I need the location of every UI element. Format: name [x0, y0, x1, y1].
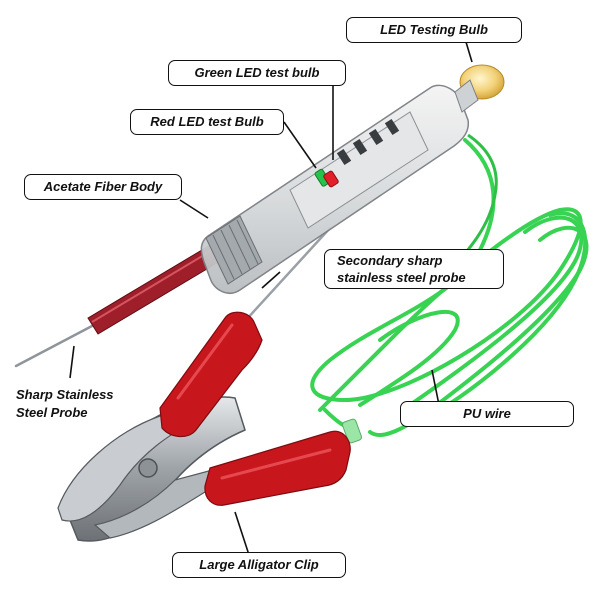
red-led [323, 170, 339, 188]
label-large-alligator-clip: Large Alligator Clip [172, 552, 346, 578]
label-red-led-test-bulb: Red LED test Bulb [130, 109, 284, 135]
callout-lines [69, 41, 473, 559]
pu-wire-coil [310, 138, 589, 437]
tester-pen [14, 64, 505, 368]
label-sharp-line-2: Steel Probe [16, 405, 88, 420]
label-sharp-line-1: Sharp Stainless [16, 387, 114, 402]
label-secondary-line-2: stainless steel probe [337, 270, 466, 285]
secondary-probe-needle [233, 226, 332, 334]
label-pu-wire: PU wire [400, 401, 574, 427]
label-led-testing-bulb: LED Testing Bulb [346, 17, 522, 43]
label-secondary-sharp-probe: Secondary sharp stainless steel probe [324, 249, 504, 289]
sharp-probe-tip [14, 324, 94, 368]
label-sharp-stainless-steel-probe: Sharp Stainless Steel Probe [16, 386, 114, 422]
label-green-led-test-bulb: Green LED test bulb [168, 60, 346, 86]
alligator-clip [57, 311, 351, 542]
label-acetate-fiber-body: Acetate Fiber Body [24, 174, 182, 200]
label-secondary-line-1: Secondary sharp [337, 253, 443, 268]
wire-end-sleeve [342, 418, 362, 444]
